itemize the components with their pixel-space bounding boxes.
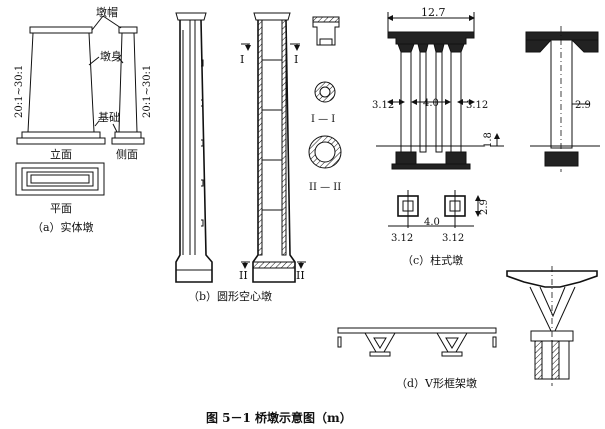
section-1-title: I — I: [311, 114, 335, 125]
dim-right: 3.12: [466, 100, 488, 111]
solid-pier-side: [111, 26, 145, 145]
plan-height: 2.9: [479, 199, 490, 215]
slope-right: 20:1~30:1: [142, 65, 153, 118]
label-body: 墩身: [100, 49, 122, 63]
column-pier-cap-beam: [387, 31, 475, 45]
label-plan: 平面: [50, 202, 72, 215]
section-mark-1-right: I: [294, 53, 298, 66]
plan-right: 3.12: [442, 233, 464, 244]
solid-pier-plan: [15, 162, 105, 196]
panel-b-label: （b）圆形空心墩: [188, 289, 272, 303]
label-cap: 墩帽: [96, 5, 118, 19]
section-mark-1-left: I: [240, 53, 244, 66]
column-pier-plan: 2.9 4.0 3.12 3.12: [388, 190, 490, 244]
v-frame-elevation: [337, 327, 497, 357]
section-mark-2-right: II: [296, 269, 305, 282]
dim-total-width: 12.7: [421, 6, 446, 19]
figure-caption: 图 5－1 桥墩示意图（m）: [206, 410, 352, 425]
label-side: 侧面: [116, 148, 138, 161]
panel-c-column-pier: 12.7 3.12 4.0 3.12: [372, 6, 600, 267]
panel-d-v-frame-pier: （d）V形框架墩: [337, 266, 598, 390]
column-pier-columns: [397, 43, 465, 153]
section-mark-2-left: II: [239, 269, 248, 282]
v-frame-cross-section: [506, 266, 598, 386]
dim-left: 3.12: [372, 100, 394, 111]
dim-mid: 4.0: [423, 98, 439, 109]
section-2-title: II — II: [309, 182, 341, 193]
plan-left: 3.12: [391, 233, 413, 244]
dim-ground: 1.8: [483, 132, 494, 148]
panel-c-label: （c）柱式墩: [402, 253, 463, 267]
plan-mid: 4.0: [424, 217, 440, 228]
column-pier-side-view: 2.9: [525, 26, 600, 172]
panel-b-hollow-pier: I I II II I — I II — II （b）圆形空心墩: [175, 12, 342, 303]
cap-detail: [312, 16, 340, 46]
panel-d-label: （d）V形框架墩: [396, 376, 477, 390]
solid-pier-elevation: [16, 26, 106, 145]
section-1-ring: [314, 81, 336, 103]
label-elevation: 立面: [50, 147, 72, 161]
section-2-ring: [308, 135, 342, 169]
panel-a-solid-pier: 墩帽 墩身 基础 20:1~30:1 20:1~30:1 立面 侧面 平面 （a…: [14, 5, 153, 234]
hollow-pier-section: [252, 12, 296, 283]
column-pier-footings: [391, 151, 471, 170]
label-foundation: 基础: [98, 111, 120, 124]
hollow-pier-elevation: [175, 12, 213, 283]
panel-a-label: （a）实体墩: [32, 220, 94, 234]
slope-left: 20:1~30:1: [14, 65, 25, 118]
dim-side: 2.9: [575, 100, 591, 111]
